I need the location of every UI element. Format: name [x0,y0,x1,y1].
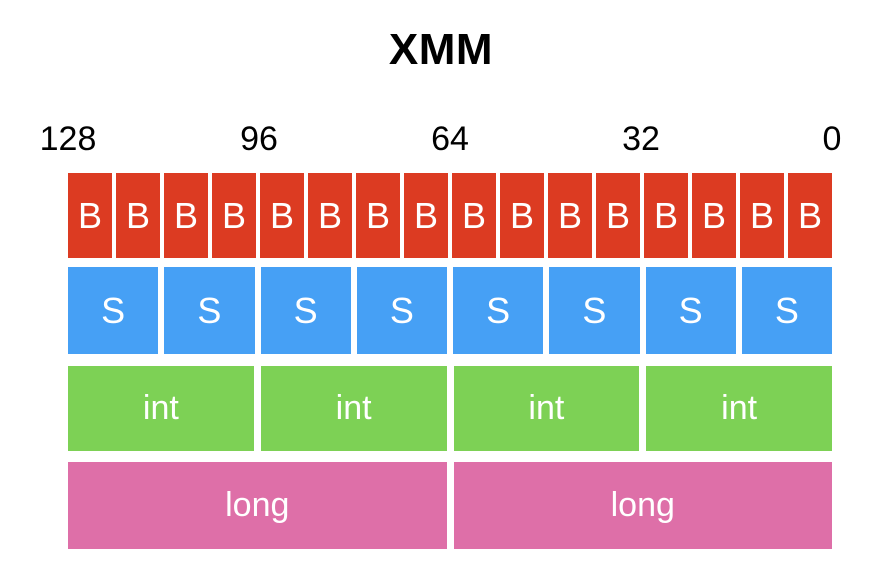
bit-tick-label-64: 64 [431,120,469,158]
bit-tick-label-0: 0 [822,120,842,158]
short-lane-cell[interactable]: S [453,267,544,354]
long-lane-cell[interactable]: long [453,462,832,549]
byte-lane-cell[interactable]: B [116,173,160,258]
byte-lane-cell[interactable]: B [788,173,832,258]
byte-lane-cell[interactable]: B [356,173,400,258]
page-title: XMM [388,25,494,74]
short-lane-cell[interactable]: S [164,267,255,354]
bit-tick-label-96: 96 [240,120,278,158]
short-lane-cell[interactable]: S [549,267,640,354]
bit-scale-axis: 128 96 64 32 0 [40,118,842,160]
int-lane-cell[interactable]: int [260,366,447,451]
int-lane-cell[interactable]: int [453,366,640,451]
byte-lane-cell[interactable]: B [500,173,544,258]
short-lane-cell[interactable]: S [260,267,351,354]
int-lane-cell[interactable]: int [646,366,832,451]
byte-lane-cell[interactable]: B [452,173,496,258]
bit-tick-label-128: 128 [39,120,97,158]
byte-lane-cell[interactable]: B [548,173,592,258]
short-lane-cell[interactable]: S [645,267,736,354]
byte-lane-cell[interactable]: B [212,173,256,258]
int-lane-cell[interactable]: int [68,366,254,451]
short-lane-cell[interactable]: S [741,267,832,354]
byte-lane-cell[interactable]: B [692,173,736,258]
byte-lane-cell[interactable]: B [596,173,640,258]
byte-lane-cell[interactable]: B [740,173,784,258]
byte-lane-cell[interactable]: B [68,173,112,258]
byte-lane-cell[interactable]: B [164,173,208,258]
short-lane-cell[interactable]: S [356,267,447,354]
byte-lane-cell[interactable]: B [404,173,448,258]
byte-lane-cell[interactable]: B [260,173,304,258]
short-lane-cell[interactable]: S [68,267,159,354]
byte-lane-cell[interactable]: B [644,173,688,258]
long-lane-cell[interactable]: long [68,462,447,549]
byte-lane-cell[interactable]: B [308,173,352,258]
bit-tick-label-32: 32 [622,120,660,158]
